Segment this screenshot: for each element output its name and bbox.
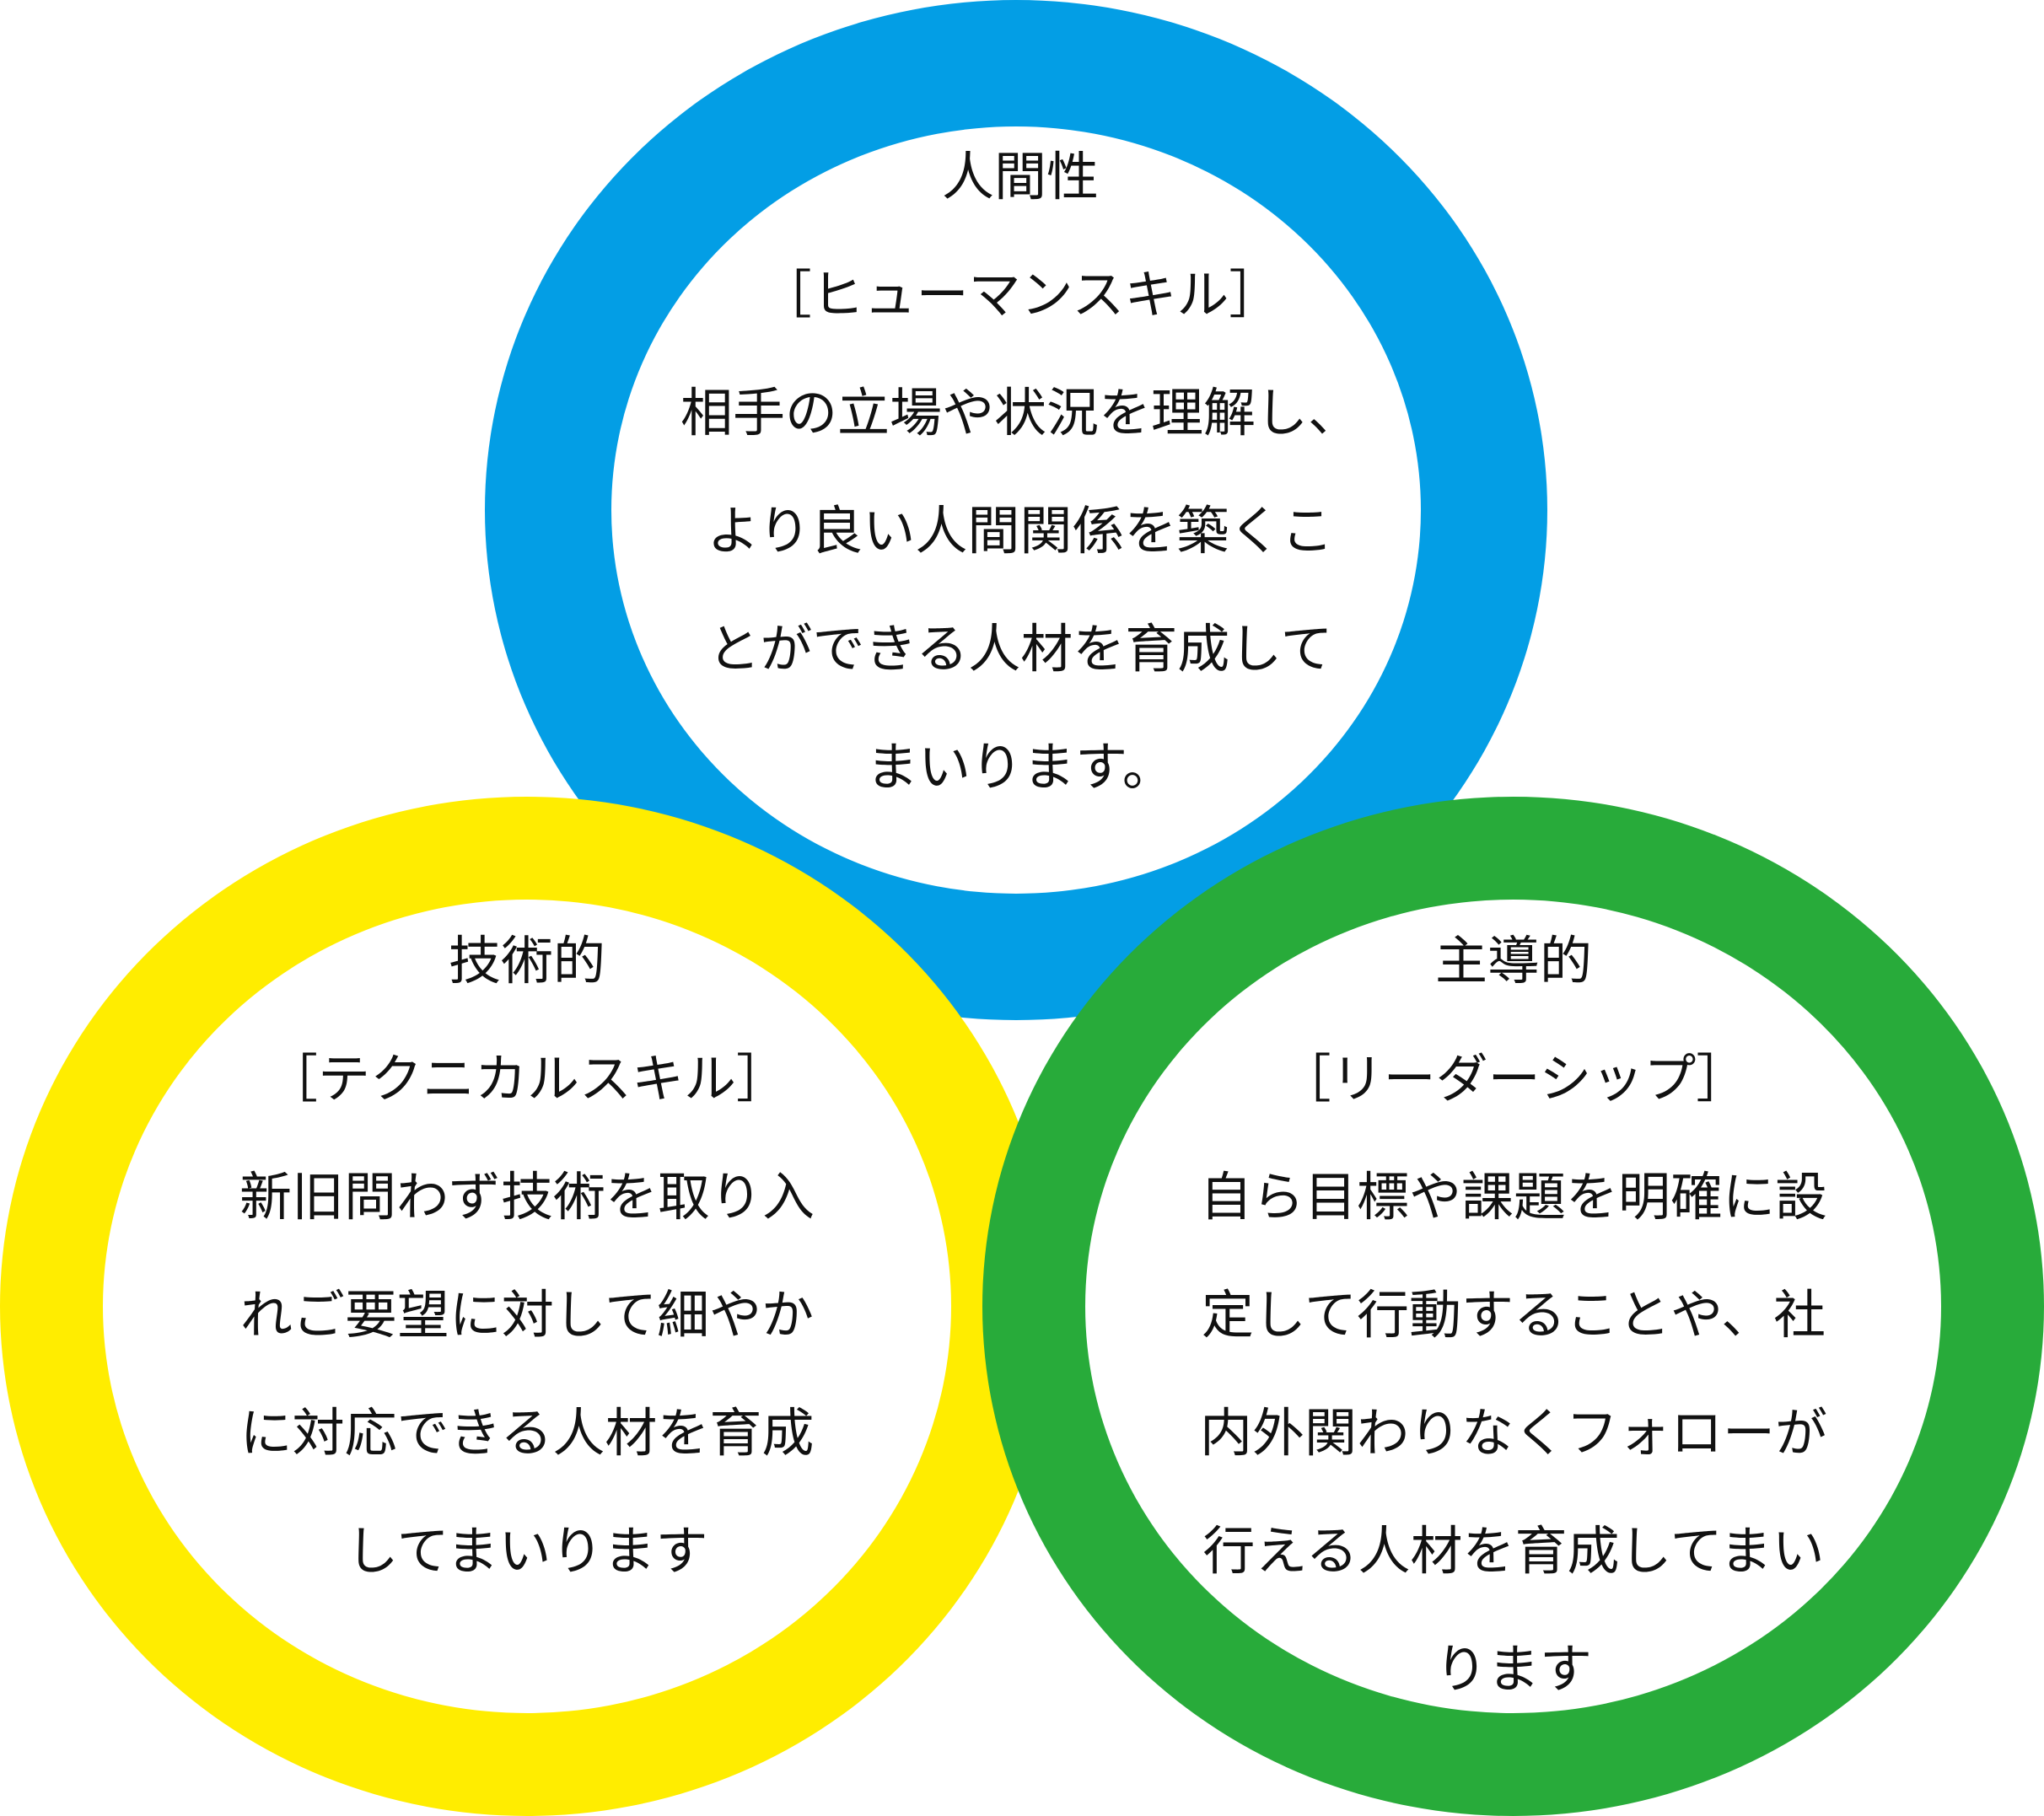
leadership-description-line: 内外関わりなくフォローが — [1199, 1402, 1827, 1464]
leadership-description-line: 自ら目標や課題を明確に設 — [1199, 1166, 1827, 1228]
leadership-title: 主導的 — [1434, 930, 1592, 991]
technical-skill-description-line: れご要望に対して細やか — [239, 1284, 815, 1346]
human-skill-subtitle: ［ヒューマンスキル］ — [759, 264, 1282, 325]
technical-skill-title: 技術的 — [448, 930, 605, 991]
leadership-description-line: 行える人材を育成してまい — [1202, 1520, 1825, 1582]
human-skill-text: 人間性 ［ヒューマンスキル］ 相手の立場や状況を理解し、 より良い人間関係を築く… — [557, 118, 1484, 826]
human-skill-title: 人間性 — [941, 146, 1099, 207]
leadership-description-line: ります — [1434, 1638, 1592, 1700]
leadership-description-line: 定して行動することや、社 — [1201, 1284, 1826, 1346]
technical-skill-description-line: してまいります — [346, 1520, 708, 1582]
human-skill-description-line: まいります。 — [866, 736, 1175, 798]
technical-skill-subtitle: ［テクニカルスキル］ — [265, 1048, 788, 1109]
leadership-text: 主導的 ［リーダーシップ］ 自ら目標や課題を明確に設 定して行動することや、社 … — [1046, 902, 1982, 1728]
human-skill-description-line: より良い人間関係を築くこ — [707, 500, 1334, 561]
leadership-subtitle: ［リーダーシップ］ — [1278, 1048, 1749, 1109]
human-skill-description-line: とができる人材を育成して — [707, 618, 1333, 680]
technical-skill-text: 技術的 ［テクニカルスキル］ 新旧問わず技術を取り入 れご要望に対して細やか に… — [51, 902, 1003, 1610]
technical-skill-description-line: 新旧問わず技術を取り入 — [239, 1166, 815, 1228]
human-skill-description-line: 相手の立場や状況を理解し、 — [680, 382, 1360, 443]
technical-skill-description-line: に対応できる人材を育成 — [239, 1402, 815, 1464]
